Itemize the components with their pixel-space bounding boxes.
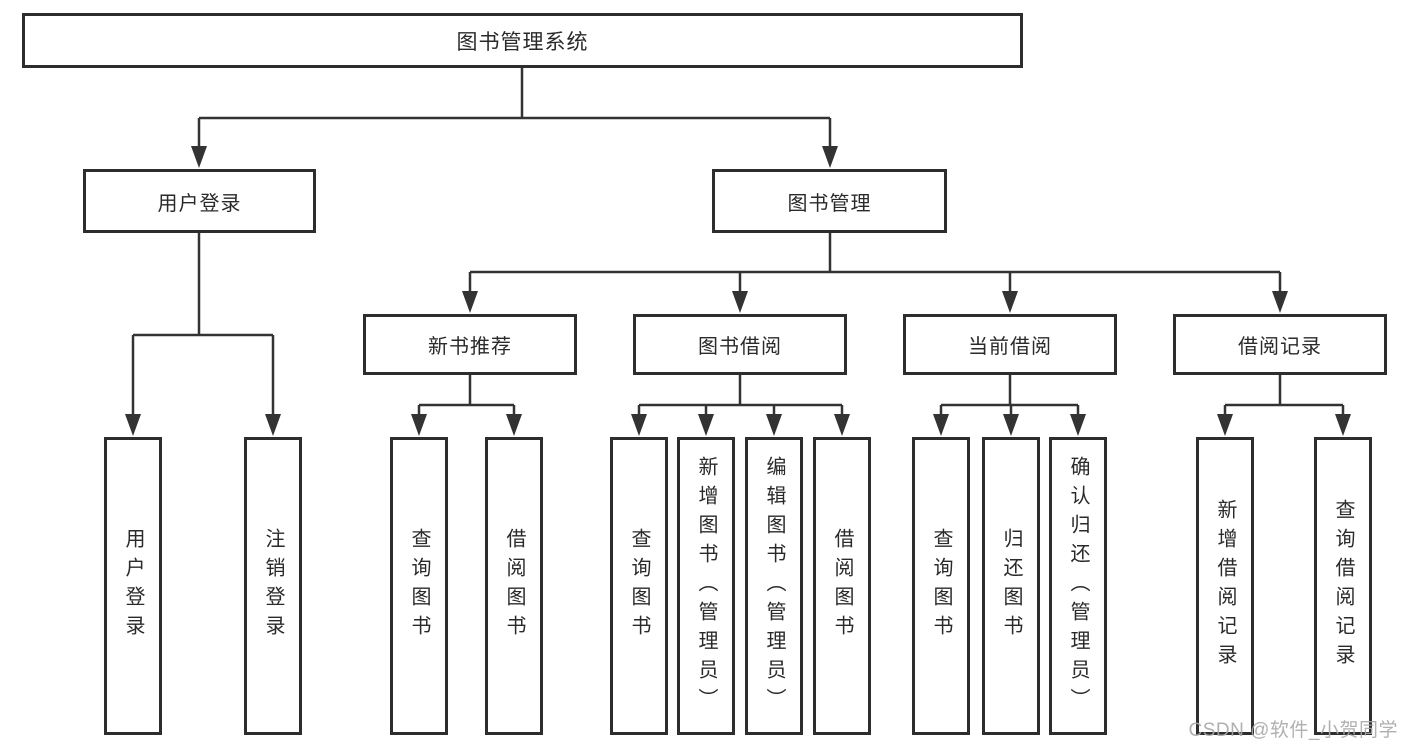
leaf-label: 注销登录 xyxy=(262,528,284,644)
leaf-label: 查询借阅记录 xyxy=(1332,499,1354,673)
node-borrowing-records: 借阅记录 xyxy=(1173,314,1387,375)
leaf-label: 编辑图书（管理员） xyxy=(763,455,785,717)
leaf-label: 借阅图书 xyxy=(831,528,853,644)
leaf-label: 确认归还（管理员） xyxy=(1067,455,1089,717)
leaf-label: 新增图书（管理员） xyxy=(695,455,717,717)
leaf-return-books: 归还图书 xyxy=(982,437,1040,735)
node-book-borrowing: 图书借阅 xyxy=(633,314,847,375)
leaf-query-borrow-record: 查询借阅记录 xyxy=(1314,437,1372,735)
leaf-label: 查询图书 xyxy=(930,528,952,644)
node-label: 图书管理 xyxy=(787,192,872,215)
leaf-logout: 注销登录 xyxy=(244,437,302,735)
leaf-label: 新增借阅记录 xyxy=(1214,499,1236,673)
node-label: 图书借阅 xyxy=(698,336,782,358)
node-label: 当前借阅 xyxy=(968,336,1052,358)
leaf-query-books-recommend: 查询图书 xyxy=(390,437,448,735)
leaf-query-books-current: 查询图书 xyxy=(912,437,970,735)
leaf-label: 借阅图书 xyxy=(503,528,525,644)
leaf-label: 查询图书 xyxy=(408,528,430,644)
node-user-login: 用户登录 xyxy=(83,169,316,233)
node-current-borrowing: 当前借阅 xyxy=(903,314,1117,375)
leaf-label: 查询图书 xyxy=(628,528,650,644)
csdn-watermark: CSDN @软件_小贺同学 xyxy=(1188,720,1398,741)
node-new-book-recommendation: 新书推荐 xyxy=(363,314,577,375)
leaf-query-books-borrowing: 查询图书 xyxy=(610,437,668,735)
leaf-confirm-return-admin: 确认归还（管理员） xyxy=(1049,437,1107,735)
node-label: 图书管理系统 xyxy=(456,30,589,54)
leaf-add-books-admin: 新增图书（管理员） xyxy=(677,437,735,735)
node-book-management: 图书管理 xyxy=(712,169,947,233)
leaf-label: 用户登录 xyxy=(122,528,144,644)
leaf-label: 归还图书 xyxy=(1000,528,1022,644)
leaf-edit-books-admin: 编辑图书（管理员） xyxy=(745,437,803,735)
leaf-user-login: 用户登录 xyxy=(104,437,162,735)
leaf-borrow-books-recommend: 借阅图书 xyxy=(485,437,543,735)
leaf-borrow-books-borrowing: 借阅图书 xyxy=(813,437,871,735)
leaf-add-borrow-record: 新增借阅记录 xyxy=(1196,437,1254,735)
node-label: 新书推荐 xyxy=(428,336,512,358)
node-library-management-system: 图书管理系统 xyxy=(22,13,1023,68)
node-label: 用户登录 xyxy=(157,192,242,215)
node-label: 借阅记录 xyxy=(1238,336,1322,358)
